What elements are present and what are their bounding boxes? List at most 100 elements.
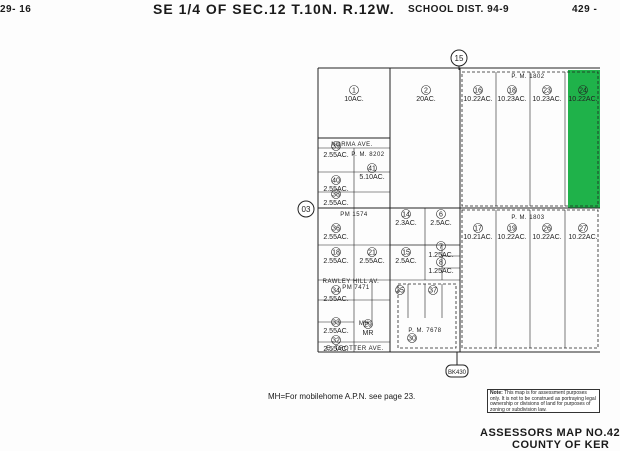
parcel-30[interactable]: 30 bbox=[407, 333, 417, 343]
parcel-38[interactable]: 382.55AC. bbox=[323, 189, 349, 208]
svg-text:BK430: BK430 bbox=[448, 370, 467, 376]
highlighted-parcel-24[interactable] bbox=[568, 70, 600, 208]
street-norma: NORMA AVE. bbox=[331, 142, 373, 148]
parcel-bubble bbox=[428, 285, 438, 295]
assessment-note: Note: This map is for assessment purpose… bbox=[487, 389, 600, 413]
parcel-bubble bbox=[363, 319, 373, 329]
parcel-number: 7 bbox=[439, 244, 443, 251]
parcel-6[interactable]: 62.5AC. bbox=[430, 209, 452, 228]
parcel-number: 34 bbox=[332, 288, 340, 295]
parcel-36[interactable]: 362.55AC. bbox=[323, 223, 349, 242]
parcel-41[interactable]: 415.10AC. bbox=[359, 163, 385, 182]
parcel-number: 18 bbox=[508, 88, 516, 95]
parcel-number: 15 bbox=[402, 250, 410, 257]
parcel-bubble bbox=[473, 85, 483, 95]
parcel-acreage: 2.5AC. bbox=[395, 258, 416, 265]
parcel-acreage: 2.55AC. bbox=[323, 258, 348, 265]
parcel-bubble bbox=[401, 209, 411, 219]
parcel-acreage: 10.22AC. bbox=[497, 234, 526, 241]
parcel-acreage: 1.25AC. bbox=[428, 252, 453, 259]
map-code-right: 429 - bbox=[572, 4, 598, 15]
parcel-bubble bbox=[331, 175, 341, 185]
school-district: SCHOOL DIST. 94-9 bbox=[408, 4, 510, 15]
parcel-bubble bbox=[507, 223, 517, 233]
parcel-acreage: 5.10AC. bbox=[359, 174, 384, 181]
parcel-bubble bbox=[436, 209, 446, 219]
parcel-33[interactable]: 332.55AC. bbox=[323, 317, 349, 336]
parcel-number: 8 bbox=[439, 260, 443, 267]
street-trotter: E. TROTTER AVE. bbox=[326, 346, 384, 352]
parcel-acreage: 2.55AC. bbox=[323, 328, 348, 335]
parcel-bubble bbox=[421, 85, 431, 95]
parcel-acreage: 10AC. bbox=[344, 96, 364, 103]
parcel-bubble bbox=[331, 223, 341, 233]
parcel-acreage: 20AC. bbox=[416, 96, 436, 103]
parcel-18[interactable]: 182.55AC. bbox=[323, 247, 349, 266]
parcel-bubble bbox=[331, 317, 341, 327]
parcel-number: 26 bbox=[543, 226, 551, 233]
pm-7678: P. M. 7678 bbox=[408, 328, 441, 334]
parcel-7[interactable]: 71.25AC. bbox=[428, 241, 454, 260]
parcel-32[interactable]: 322.55AC. bbox=[323, 335, 349, 354]
parcel-bubble bbox=[507, 85, 517, 95]
parcel-37[interactable]: 37 bbox=[428, 285, 438, 295]
parcel-acreage: 10.22AC. bbox=[568, 234, 597, 241]
parcel-acreage: 2.55AC. bbox=[359, 258, 384, 265]
mobilehome-note: MH=For mobilehome A.P.N. see page 23. bbox=[268, 392, 416, 401]
parcel-bubble bbox=[331, 335, 341, 345]
parcel-acreage: 2.55AC. bbox=[323, 200, 348, 207]
parcel-map: 15 03 BK430 NORMA AVE. RAWLEY HILL AV. E… bbox=[297, 49, 600, 378]
parcel-number: 2 bbox=[424, 88, 428, 95]
parcel-number: 37 bbox=[429, 288, 437, 295]
parcel-number: 27 bbox=[579, 226, 587, 233]
parcel-acreage: 10.21AC. bbox=[463, 234, 492, 241]
parcel-bubble bbox=[407, 333, 417, 343]
parcel-bubble bbox=[542, 223, 552, 233]
assessors-map-number: ASSESSORS MAP NO.42 bbox=[480, 427, 620, 439]
parcel-acreage: 2.55AC. bbox=[323, 296, 348, 303]
pm-1802: P. M. 1802 bbox=[511, 74, 544, 80]
parcel-bubble bbox=[331, 141, 341, 151]
parcel-8[interactable]: 81.25AC. bbox=[428, 257, 454, 276]
parcel-15[interactable]: 152.5AC. bbox=[395, 247, 417, 266]
parcel-number: 14 bbox=[402, 212, 410, 219]
pm-1574: PM 1574 bbox=[340, 212, 368, 218]
parcel-39[interactable]: 392.55AC. bbox=[323, 141, 349, 160]
parcel-acreage: 10.22AC. bbox=[463, 96, 492, 103]
parcel-acreage: 2.55AC. bbox=[323, 234, 348, 241]
parcel-14[interactable]: 142.3AC. bbox=[395, 209, 417, 228]
pm-1803: P. M. 1803 bbox=[511, 215, 544, 221]
parcel-number: 36 bbox=[332, 226, 340, 233]
county-name: COUNTY OF KER bbox=[512, 439, 610, 451]
parcel-35[interactable]: 35 bbox=[395, 285, 405, 295]
parcel-bubble bbox=[367, 163, 377, 173]
parcel-bubble bbox=[395, 285, 405, 295]
parcel-acreage: 2.3AC. bbox=[395, 220, 416, 227]
parcel-number: 32 bbox=[332, 338, 340, 345]
parcel-bubble bbox=[331, 285, 341, 295]
parcel-21[interactable]: 212.55AC. bbox=[359, 247, 385, 266]
road-marker-left: 03 bbox=[297, 200, 315, 218]
parcel-acreage: 1.25AC. bbox=[428, 268, 453, 275]
parcel-bubble bbox=[436, 241, 446, 251]
parcel-number: 19 bbox=[508, 226, 516, 233]
parcel-number: 18 bbox=[332, 250, 340, 257]
parcel-number: 35 bbox=[396, 288, 404, 295]
parcel-number: 39 bbox=[332, 144, 340, 151]
parcel-bubble bbox=[542, 85, 552, 95]
parcel-number: 23 bbox=[543, 88, 551, 95]
parcel-number: 38 bbox=[332, 192, 340, 199]
parcel-34[interactable]: 342.55AC. bbox=[323, 285, 349, 304]
parcel-40[interactable]: 402.55AC. bbox=[323, 175, 349, 194]
